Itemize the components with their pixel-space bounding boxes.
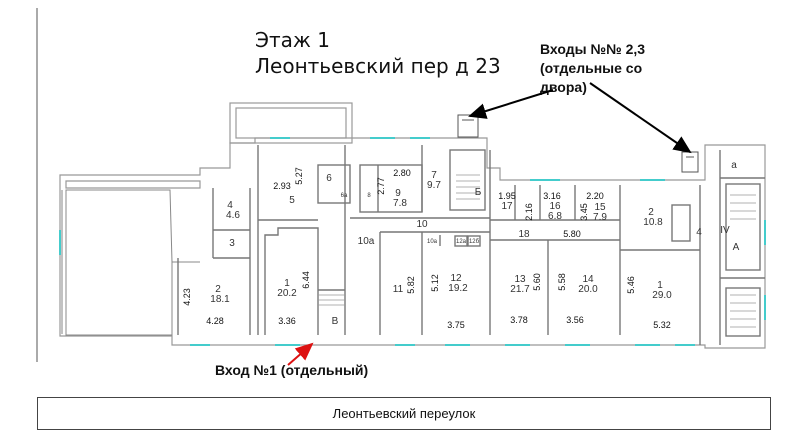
room-1-number: 1 xyxy=(284,278,290,289)
room-ii-2-area: 10.8 xyxy=(643,217,663,228)
room-7-area: 9.7 xyxy=(427,180,441,191)
street-label: Леонтьевский переулок xyxy=(332,406,476,421)
arrow-entrance-1 xyxy=(287,342,314,366)
room-2-dim-v: 4.23 xyxy=(182,288,192,306)
room-6a-number: 6а xyxy=(341,193,348,199)
room-12-number: 12 xyxy=(450,273,462,284)
windows xyxy=(59,137,766,346)
entrances-yard-line2: (отдельные со xyxy=(540,60,643,76)
room-17-dim: 1.95 xyxy=(498,191,516,201)
room-14-dim-h: 3.56 xyxy=(566,315,584,325)
room-10-number: 10 xyxy=(416,219,428,230)
room-1-dim-h: 3.36 xyxy=(278,316,296,326)
stair-b-label: Б xyxy=(475,187,482,198)
room-4-area: 4.6 xyxy=(226,210,240,221)
room-9-dim-a: 2.77 xyxy=(376,177,386,195)
entrance-porches xyxy=(457,114,699,173)
room-5-dim-a: 2.93 xyxy=(273,181,291,191)
room-ii-1-dim-h: 5.32 xyxy=(653,320,671,330)
room-3-number: 3 xyxy=(229,238,235,249)
room-16-dim-a: 2.16 xyxy=(524,203,534,221)
room-15-dim-b: 3.45 xyxy=(579,203,589,221)
room-ii-1-number: 1 xyxy=(657,280,663,291)
room-2-area: 18.1 xyxy=(210,294,230,305)
room-9-number: 9 xyxy=(395,188,401,199)
room-16-number: 16 xyxy=(549,201,561,212)
arrow-entrance-2 xyxy=(468,89,554,119)
room-4b-number: 4 xyxy=(696,227,702,238)
room-7-number: 7 xyxy=(431,170,437,181)
room-2-dim-h: 4.28 xyxy=(206,316,224,326)
room-11-dim: 5.82 xyxy=(406,276,416,294)
room-15-dim-a: 2.20 xyxy=(586,191,604,201)
room-12a-number: 12а xyxy=(456,239,467,245)
room-11-number: 11 xyxy=(393,284,404,295)
room-13-area: 21.7 xyxy=(510,284,530,295)
street-label-box: Леонтьевский переулок xyxy=(37,397,771,430)
floor-title: Этаж 1 xyxy=(255,28,330,52)
room-10a-number: 10а xyxy=(358,236,375,247)
room-1-area: 20.2 xyxy=(277,288,297,299)
room-iv-label: IV xyxy=(720,225,730,236)
building-outline xyxy=(59,102,766,349)
room-labels: 4 4.6 3 2 18.1 4.23 4.28 5 2.93 5.27 6 6… xyxy=(182,160,740,330)
room-15-number: 15 xyxy=(594,202,606,213)
room-6-number: 6 xyxy=(326,173,332,184)
stair-hatching xyxy=(318,174,756,328)
room-2-number: 2 xyxy=(215,284,221,295)
room-ii-2-number: 2 xyxy=(648,207,654,218)
room-12-dim-h: 3.75 xyxy=(447,320,465,330)
room-14-area: 20.0 xyxy=(578,284,598,295)
entrances-yard-line1: Входы №№ 2,3 xyxy=(540,41,646,57)
room-16-area: 6.8 xyxy=(548,211,562,222)
room-ii-1-dim-v: 5.46 xyxy=(626,276,636,294)
room-4-number: 4 xyxy=(227,200,233,211)
address-title: Леонтьевский пер д 23 xyxy=(255,54,501,78)
room-12b-number: 12б xyxy=(469,239,480,245)
room-1-dim-v: 6.44 xyxy=(301,271,311,289)
arrow-entrance-3 xyxy=(589,82,692,154)
room-16-dim-b: 3.16 xyxy=(543,191,561,201)
interior-walls xyxy=(177,145,765,345)
room-ii-1-area: 29.0 xyxy=(652,290,672,301)
room-9-dim-b: 2.80 xyxy=(393,168,411,178)
entrances-yard-callout: Входы №№ 2,3 (отдельные со двора) xyxy=(540,40,645,97)
room-9-area: 7.8 xyxy=(393,198,407,209)
room-12-dim-v: 5.12 xyxy=(430,274,440,292)
room-14-number: 14 xyxy=(582,274,594,285)
room-10a-small: 10а xyxy=(427,239,438,245)
left-area xyxy=(65,189,200,336)
room-18-number: 18 xyxy=(518,229,530,240)
room-13-dim-h: 3.78 xyxy=(510,315,528,325)
room-v-label: В xyxy=(332,316,339,327)
room-12-area: 19.2 xyxy=(448,283,468,294)
room-a-small-label: а xyxy=(731,160,737,171)
room-14-dim-v: 5.58 xyxy=(557,273,567,291)
room-18-dim: 5.80 xyxy=(563,229,581,239)
room-13-number: 13 xyxy=(514,274,526,285)
room-17-number: 17 xyxy=(501,201,513,212)
room-13-dim-v: 5.60 xyxy=(532,273,542,291)
entrance-main-callout: Вход №1 (отдельный) xyxy=(215,362,369,378)
room-8-number: 8 xyxy=(367,193,371,199)
room-5-dim-b: 5.27 xyxy=(294,167,304,185)
room-15-area: 7.9 xyxy=(593,212,607,223)
stair-a-label: А xyxy=(733,242,740,253)
room-5-number: 5 xyxy=(289,195,295,206)
